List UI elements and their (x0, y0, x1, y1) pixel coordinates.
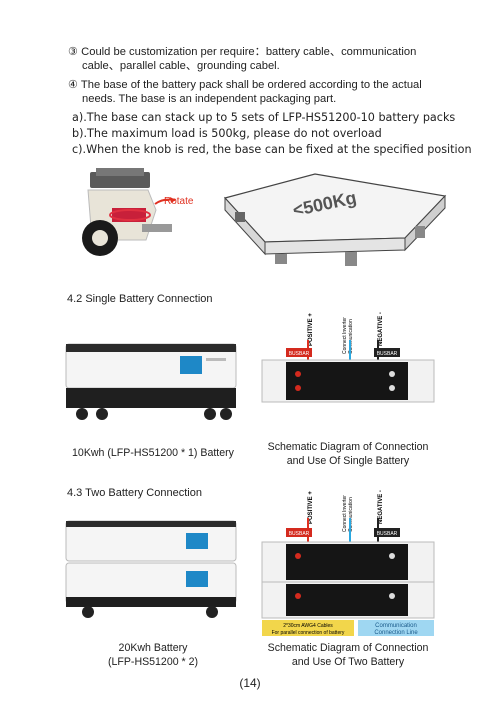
two-battery-caption: 20Kwh Battery (LFP-HS51200 * 2) (60, 641, 246, 669)
single-schematic-caption: Schematic Diagram of Connection and Use … (258, 440, 438, 468)
busbar-label: BUSBAR (289, 531, 310, 537)
option-c: c).When the knob is red, the base can be… (72, 143, 472, 156)
note-text: cable、parallel cable、grounding cabel. (82, 60, 280, 72)
two-schematic-caption: Schematic Diagram of Connection and Use … (258, 641, 438, 669)
busbar-label: BUSBAR (377, 531, 398, 537)
positive-label: POSITIVE + (308, 491, 314, 524)
negative-label: NEGATIVE - (378, 490, 384, 524)
two-battery-image (65, 520, 237, 618)
caption-line: (LFP-HS51200 * 2) (107, 656, 199, 668)
comm-label-1: Connect Inverter (342, 317, 348, 354)
caption-line: Schematic Diagram of Connection (267, 642, 429, 654)
note-base: ④ The base of the battery pack shall be … (68, 78, 488, 106)
option-a: a).The base can stack up to 5 sets of LF… (72, 111, 456, 124)
cable-note-line: For parallel connection of battery (272, 630, 345, 636)
comm-line-label: Connection Line (374, 630, 418, 636)
base-options-list: a).The base can stack up to 5 sets of LF… (72, 110, 492, 158)
single-battery-image (65, 343, 237, 420)
comm-label-2: Communication (348, 497, 354, 532)
option-b: b).The maximum load is 500kg, please do … (72, 127, 382, 140)
note-text: ③ Could be customization per require：bat… (68, 46, 417, 58)
section-title-two: 4.3 Two Battery Connection (67, 487, 202, 499)
caption-line: and Use Of Single Battery (286, 455, 410, 467)
negative-label: NEGATIVE - (378, 312, 384, 346)
single-battery-caption: 10Kwh (LFP-HS51200 * 1) Battery (72, 447, 234, 459)
note-customization: ③ Could be customization per require：bat… (68, 45, 488, 73)
note-text: ④ The base of the battery pack shall be … (68, 79, 422, 91)
comm-label-1: Connect Inverter (342, 495, 348, 532)
positive-label: POSITIVE + (308, 313, 314, 346)
battery-base-image: <500Kg (223, 173, 447, 266)
page-number: (14) (239, 676, 261, 690)
two-battery-schematic: POSITIVE + Connect Inverter Communicatio… (261, 490, 435, 636)
single-battery-schematic: POSITIVE + Connect Inverter Communicatio… (261, 312, 435, 403)
note-text: needs. The base is an independent packag… (82, 93, 337, 105)
caster-wheel-image: Rotate (82, 168, 194, 256)
comm-line-label: Communication (375, 623, 417, 629)
rotate-label: Rotate (164, 196, 194, 207)
caption-line: Schematic Diagram of Connection (267, 441, 429, 453)
busbar-label: BUSBAR (377, 351, 398, 357)
caption-line: 20Kwh Battery (118, 642, 188, 654)
busbar-label: BUSBAR (289, 351, 310, 357)
comm-label-2: Communication (348, 319, 354, 354)
section-title-single: 4.2 Single Battery Connection (67, 293, 213, 305)
cable-note-line: 2*30cm AWG4 Cables (283, 623, 333, 629)
caption-line: and Use Of Two Battery (291, 656, 405, 668)
